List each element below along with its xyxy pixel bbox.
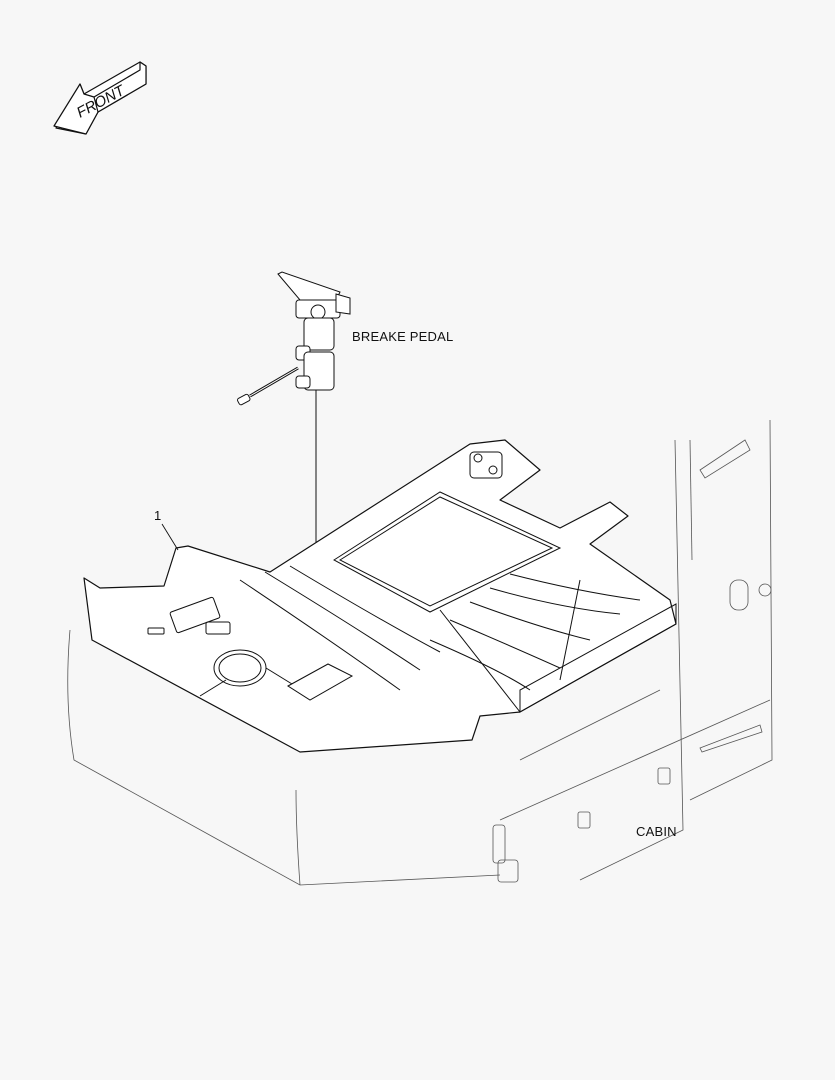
brake-pedal-label: BREAKE PEDAL: [352, 329, 454, 344]
front-arrow-icon: [53, 61, 147, 135]
callout-part-1: 1: [154, 508, 162, 523]
cabin-label: CABIN: [636, 824, 677, 839]
brake-pedal-assembly: [237, 271, 351, 406]
floor-mat: [83, 439, 677, 753]
leader-line-part-1: [161, 523, 179, 551]
floor-mat-detail: [147, 451, 677, 713]
cabin-body: [67, 419, 773, 886]
